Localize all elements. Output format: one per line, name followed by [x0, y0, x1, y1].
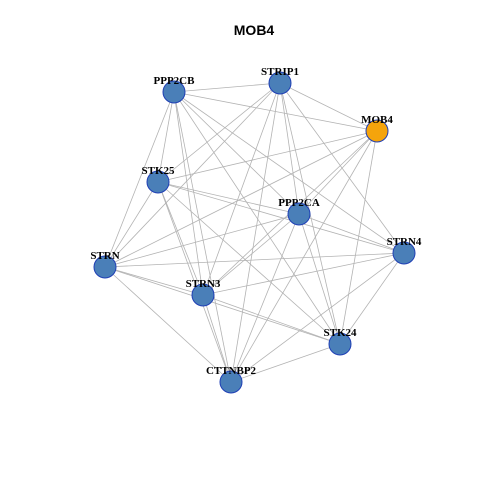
edge-stk25-strn3	[157, 181, 204, 296]
edge-strip1-mob4	[279, 82, 378, 132]
node-stk25[interactable]	[146, 170, 170, 194]
node-stk24[interactable]	[328, 332, 352, 356]
node-strn[interactable]	[93, 255, 117, 279]
edge-ppp2cb-stk25	[157, 91, 175, 183]
edge-ppp2cb-strn	[104, 91, 175, 268]
node-ppp2cb[interactable]	[162, 80, 186, 104]
edge-ppp2cb-stk24	[173, 91, 341, 345]
edge-ppp2cb-cttnbp2	[173, 91, 232, 383]
edge-ppp2ca-strn4	[298, 213, 405, 254]
edge-strn4-strn	[104, 252, 405, 268]
node-label-ppp2ca: PPP2CA	[278, 197, 320, 209]
edge-stk25-stk24	[157, 181, 341, 345]
edge-strn-strn3	[104, 266, 204, 296]
edge-strip1-stk25	[157, 82, 281, 183]
node-label-strn3: STRN3	[186, 278, 221, 290]
edge-stk24-cttnbp2	[230, 343, 341, 383]
edge-mob4-stk24	[339, 130, 378, 345]
edge-strn-stk24	[104, 266, 341, 345]
node-label-strn: STRN	[90, 250, 119, 262]
edge-ppp2cb-strn4	[173, 91, 405, 254]
edge-mob4-stk25	[157, 130, 378, 183]
node-label-stk25: STK25	[141, 165, 175, 177]
edge-strn4-strn3	[202, 252, 405, 296]
node-label-stk24: STK24	[323, 327, 357, 339]
node-ppp2ca[interactable]	[287, 202, 311, 226]
edge-strn4-cttnbp2	[230, 252, 405, 383]
edge-ppp2ca-strn	[104, 213, 300, 268]
node-mob4[interactable]	[365, 119, 389, 143]
edge-ppp2cb-strn3	[173, 91, 204, 296]
edge-stk25-cttnbp2	[157, 181, 232, 383]
edge-ppp2cb-strip1	[173, 82, 281, 93]
edge-ppp2cb-ppp2ca	[173, 91, 300, 215]
node-label-cttnbp2: CTTNBP2	[206, 365, 257, 377]
edge-layer	[104, 82, 405, 383]
edge-strip1-ppp2ca	[279, 82, 300, 215]
edge-stk25-strn	[104, 181, 159, 268]
edge-mob4-cttnbp2	[230, 130, 378, 383]
edge-ppp2ca-cttnbp2	[230, 213, 300, 383]
edge-strn4-stk24	[339, 252, 405, 345]
edge-ppp2ca-strn3	[202, 213, 300, 296]
edge-ppp2ca-stk24	[298, 213, 341, 345]
edge-mob4-strn	[104, 130, 378, 268]
edge-strn-cttnbp2	[104, 266, 232, 383]
diagram-title: MOB4	[234, 22, 275, 38]
node-strn3[interactable]	[191, 283, 215, 307]
node-strip1[interactable]	[268, 71, 292, 95]
node-label-mob4: MOB4	[361, 114, 393, 126]
edge-stk25-strn4	[157, 181, 405, 254]
node-label-strn4: STRN4	[387, 236, 422, 248]
node-cttnbp2[interactable]	[219, 370, 243, 394]
node-layer	[93, 71, 416, 394]
edge-stk25-ppp2ca	[157, 181, 300, 215]
edge-strn3-stk24	[202, 294, 341, 345]
edge-strip1-cttnbp2	[230, 82, 281, 383]
node-label-ppp2cb: PPP2CB	[154, 75, 196, 87]
edge-strn3-cttnbp2	[202, 294, 232, 383]
node-strn4[interactable]	[392, 241, 416, 265]
node-label-strip1: STRIP1	[261, 66, 299, 78]
edge-mob4-ppp2ca	[298, 130, 378, 215]
edge-strip1-strn3	[202, 82, 281, 296]
edge-strip1-strn	[104, 82, 281, 268]
